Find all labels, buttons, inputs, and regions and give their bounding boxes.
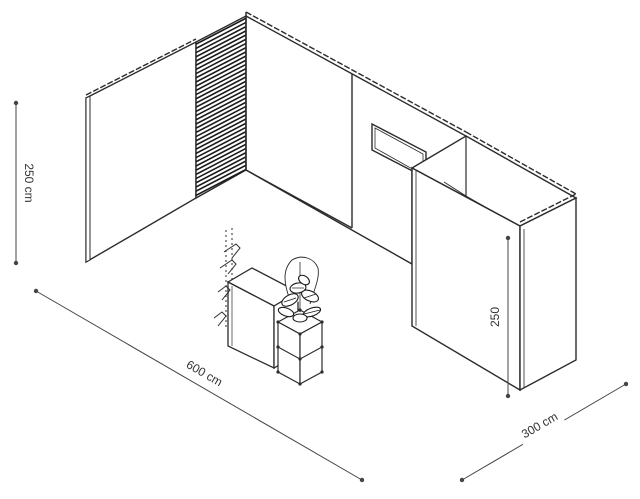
slat [196, 143, 246, 171]
slat [196, 17, 246, 45]
label-length: 600 cm [179, 355, 229, 393]
slat [196, 25, 246, 54]
svg-text:250: 250 [488, 307, 502, 327]
dimension-endpoints [13, 100, 629, 483]
slat [196, 151, 246, 180]
slat [196, 63, 246, 92]
dimension-lines [15, 103, 627, 481]
svg-text:250 cm: 250 cm [22, 163, 36, 202]
slat [196, 139, 246, 167]
slat [196, 147, 246, 176]
slat [196, 105, 246, 134]
slat [196, 80, 246, 108]
brochure-stand [213, 228, 241, 330]
slat [196, 93, 246, 121]
slat [196, 38, 246, 66]
slat [196, 42, 246, 71]
slat [196, 101, 246, 129]
slat [196, 135, 246, 163]
slat [196, 84, 246, 113]
slat [196, 168, 246, 197]
slat [196, 156, 246, 184]
slat [196, 34, 246, 62]
slat [196, 130, 246, 159]
slat [196, 51, 246, 79]
slat [196, 21, 246, 50]
label-height-right: 250 [488, 301, 504, 333]
slat [196, 126, 246, 155]
slat [196, 97, 246, 125]
slat [196, 109, 246, 138]
storage-room [410, 131, 578, 392]
slat [196, 46, 246, 75]
slat [196, 160, 246, 188]
slat [196, 76, 246, 104]
slat [196, 164, 246, 192]
label-height-left: 250 cm [20, 159, 36, 207]
length-dimension-line [35, 290, 363, 481]
left-wall [85, 38, 197, 264]
slat [196, 55, 246, 83]
slat [196, 59, 246, 87]
slatwall-panel [195, 14, 247, 200]
slat [196, 30, 246, 58]
label-depth: 300 cm [515, 407, 565, 445]
slat [196, 122, 246, 150]
slat [196, 118, 246, 146]
slat [196, 88, 246, 117]
slat [196, 72, 246, 100]
slat [196, 114, 246, 142]
plant [277, 256, 322, 323]
slat [196, 67, 246, 96]
